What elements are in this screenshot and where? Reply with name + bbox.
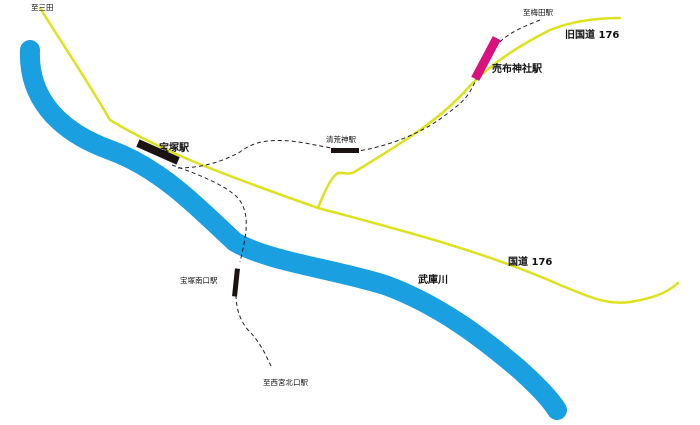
kiyoshikojin-station bbox=[331, 148, 359, 153]
route-176-road bbox=[38, 6, 680, 304]
takarazuka-minamiguchi-station-label: 宝塚南口駅 bbox=[180, 275, 218, 285]
old-route-176-label: 旧国道 176 bbox=[565, 28, 619, 41]
mefu-jinja-station bbox=[471, 36, 501, 81]
direction-nishinomiya-label: 至西宮北口駅 bbox=[263, 377, 308, 387]
takarazuka-station bbox=[136, 139, 180, 165]
direction-sanda-label: 至三田 bbox=[31, 3, 54, 12]
direction-umeda-label: 至梅田駅 bbox=[523, 7, 553, 17]
route-176-label: 国道 176 bbox=[508, 255, 552, 268]
takarazuka-minamiguchi-station bbox=[232, 268, 240, 297]
mefu-jinja-station-label: 売布神社駅 bbox=[492, 62, 543, 75]
mukogawa-river bbox=[19, 40, 567, 420]
kiyoshikojin-station-label: 清荒神駅 bbox=[326, 134, 356, 144]
hankyu-takarazuka-line bbox=[177, 19, 541, 169]
old-route-176-road bbox=[316, 16, 622, 210]
takarazuka-station-label: 宝塚駅 bbox=[159, 141, 190, 154]
hankyu-imazu-line bbox=[171, 164, 273, 369]
river-label: 武庫川 bbox=[418, 273, 448, 286]
